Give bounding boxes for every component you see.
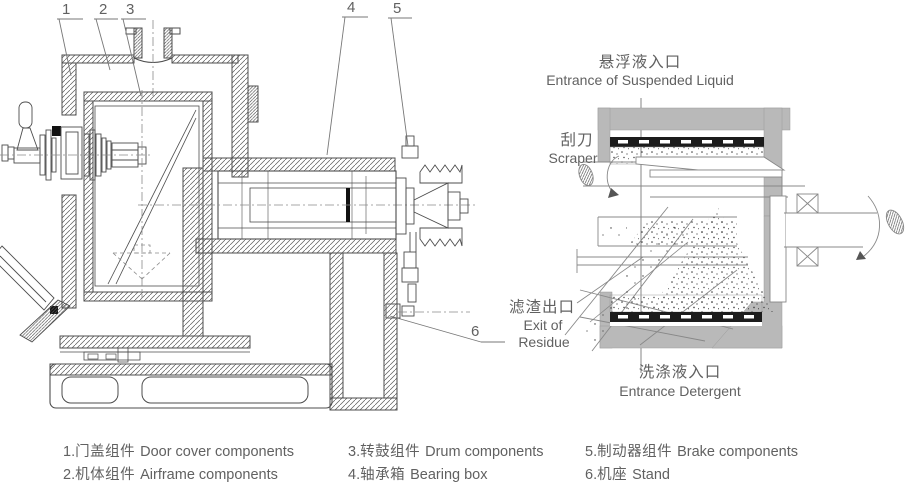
callout-1: 1 (62, 1, 71, 18)
scraper-rotation-arrow (608, 188, 619, 198)
legend-num: 5. (585, 444, 598, 460)
legend-num: 6. (585, 467, 598, 483)
legend-en: Airframe components (140, 467, 278, 483)
label-scraper-en: Scraper (548, 150, 598, 166)
discharge-chute (0, 245, 71, 343)
drive-shaft (769, 193, 908, 303)
callout-3: 3 (126, 1, 135, 18)
scraper-assembly (578, 155, 805, 198)
label-detergent-inlet-zh: 洗涤液入口 (638, 364, 722, 381)
legend-en: Brake components (677, 444, 798, 460)
valve-fittings (385, 232, 470, 319)
legend-num: 1. (63, 444, 76, 460)
legend-zh: 转鼓组件 (360, 444, 421, 460)
legend-zh: 机座 (597, 467, 628, 483)
label-scraper-zh: 刮刀 (560, 132, 594, 149)
shaft-rotation-arrow (856, 251, 866, 260)
brake-assembly (401, 135, 419, 159)
callout-6: 6 (471, 323, 480, 340)
machine-base (49, 363, 333, 409)
filter-cake-bottom (609, 294, 763, 313)
label-suspension-inlet-en: Entrance of Suspended Liquid (546, 72, 734, 88)
flow-schematic-drawing (564, 98, 908, 373)
legend-zh: 机体组件 (75, 467, 136, 483)
callout-4: 4 (347, 0, 356, 16)
legend-en: Bearing box (410, 467, 488, 483)
callout-2: 2 (99, 1, 108, 18)
residue-exit-chute (564, 206, 694, 352)
legend-zh: 制动器组件 (597, 444, 673, 460)
legend-en: Door cover components (140, 444, 295, 460)
feed-inlet-pipe (125, 20, 181, 96)
label-residue-exit-en2: Residue (518, 334, 570, 350)
machine-cross-section-drawing (0, 16, 505, 411)
door-cover-wall (61, 62, 77, 116)
housing-bottom (59, 335, 251, 363)
legend-num: 3. (348, 444, 361, 460)
legend-en: Stand (632, 467, 670, 483)
legend-num: 2. (63, 467, 76, 483)
belt-pulley (395, 164, 469, 247)
legend-en: Drum components (425, 444, 544, 460)
label-detergent-inlet-en: Entrance Detergent (619, 383, 741, 399)
bearing-symbol (796, 193, 819, 267)
callout-leaders (57, 16, 505, 343)
label-residue-exit-en1: Exit of (523, 317, 563, 333)
legend-num: 4. (348, 467, 361, 483)
label-suspension-inlet-zh: 悬浮液入口 (598, 54, 682, 71)
legend-zh: 门盖组件 (75, 444, 136, 460)
filter-screen-bottom (609, 294, 763, 326)
callout-5: 5 (393, 0, 402, 17)
stand-columns (329, 252, 398, 411)
legend-zh: 轴承箱 (360, 467, 406, 483)
bearing-box (138, 157, 478, 254)
label-residue-exit-zh: 滤渣出口 (508, 299, 576, 316)
housing-top-plate (61, 54, 135, 64)
